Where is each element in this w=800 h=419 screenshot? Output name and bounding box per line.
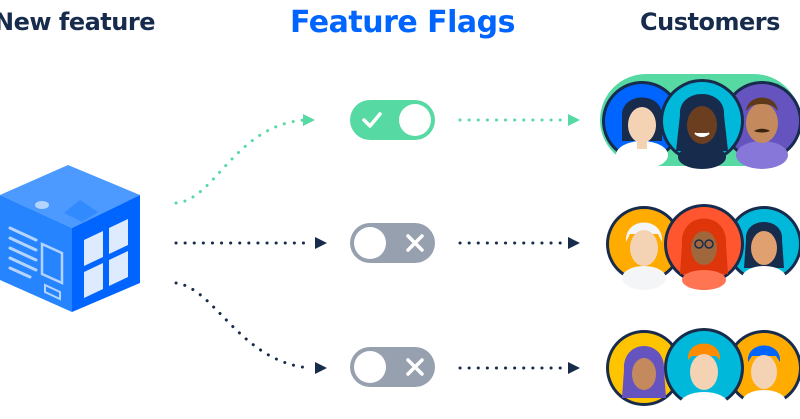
customer-group-2 [606, 204, 800, 290]
feature-flags-title: Feature Flags [290, 5, 516, 40]
connector-to-flag-off-2 [174, 281, 327, 374]
x-icon [406, 234, 424, 252]
new-feature-heading: New feature [0, 8, 155, 36]
check-icon [362, 112, 382, 128]
feature-flag-toggle-off-2[interactable] [350, 347, 435, 387]
customer-group-enabled [600, 74, 800, 169]
connector-to-flag-on [174, 114, 315, 205]
customer-group-3 [606, 328, 800, 416]
avatar [726, 330, 800, 414]
avatar [660, 79, 744, 169]
connector-to-customers-off-2 [458, 362, 580, 374]
avatar [602, 81, 682, 169]
feature-flag-toggle-off-1[interactable] [350, 223, 435, 263]
customers-heading: Customers [640, 8, 780, 36]
avatar [606, 330, 682, 406]
avatar [722, 81, 800, 169]
connector-to-flag-off-1 [174, 237, 327, 249]
avatar [664, 204, 744, 290]
connector-to-customers-off-1 [458, 237, 580, 249]
avatar [606, 206, 682, 290]
avatar [664, 328, 744, 416]
feature-flag-toggle-on[interactable] [350, 100, 435, 140]
x-icon [406, 358, 424, 376]
avatar [726, 206, 800, 290]
connector-to-customers-on [458, 114, 580, 126]
feature-cube-illustration [0, 165, 140, 312]
